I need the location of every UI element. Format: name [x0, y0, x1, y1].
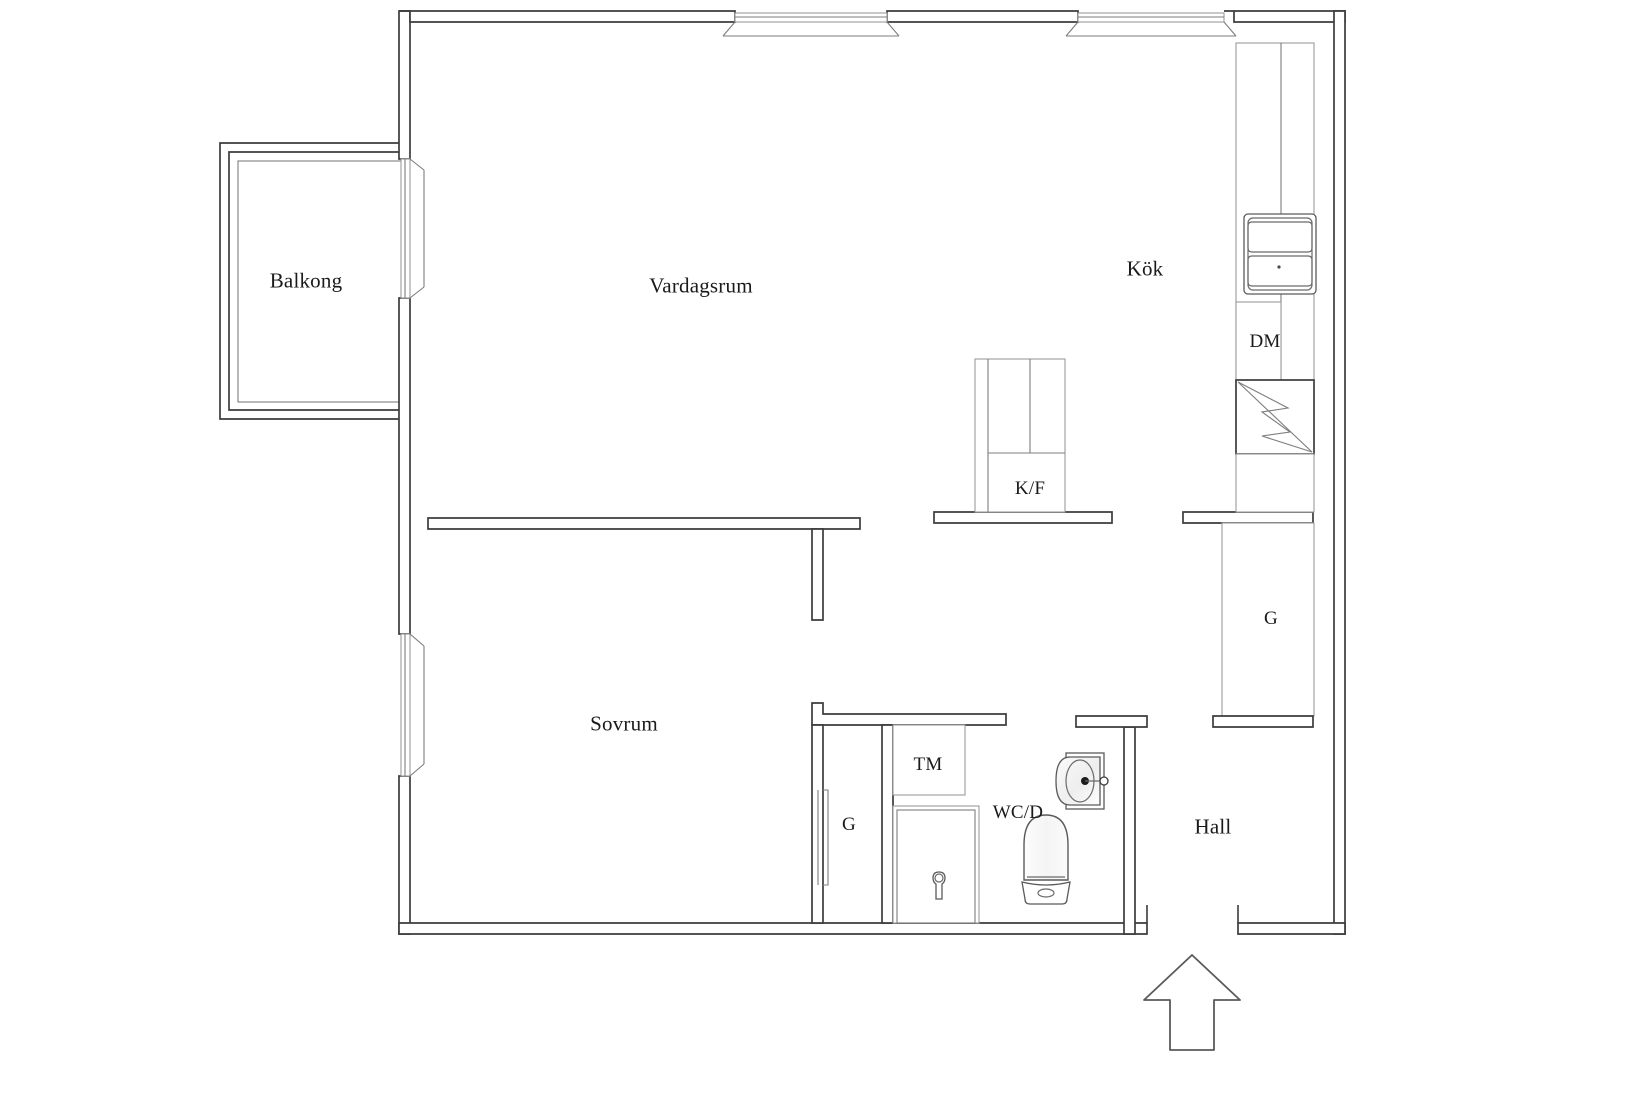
room-label-hall: Hall: [1194, 814, 1232, 839]
bedroom-closet-door: [817, 789, 829, 886]
apartment-outer-walls: [398, 10, 1346, 935]
room-label-vardagsrum: Vardagsrum: [649, 273, 753, 298]
toilet: [1021, 814, 1071, 905]
fixture-label-closet-bedroom: G: [842, 814, 856, 835]
bathroom-sink: [1055, 752, 1109, 810]
fixture-label-closet-hall: G: [1264, 608, 1278, 629]
fixture-label-washing-machine: TM: [913, 754, 943, 775]
hall-walls: [1075, 715, 1239, 935]
window-living-top-right: [1065, 12, 1237, 37]
fridge-freezer-unit: [974, 358, 1066, 513]
room-label-kok: Kök: [1126, 256, 1164, 281]
kitchen-counter: [1235, 42, 1317, 513]
bathroom-walls: [811, 702, 1007, 924]
room-label-balkong: Balkong: [269, 268, 343, 293]
room-label-sovrum: Sovrum: [590, 711, 658, 736]
balcony-door: [400, 158, 425, 299]
wall-living-bedroom: [427, 517, 861, 621]
entrance-arrow: [1143, 954, 1241, 1051]
fixture-label-wc-shower: WC/D: [992, 802, 1044, 823]
washing-machine: [892, 724, 966, 796]
floor-drain: [932, 871, 946, 900]
kitchen-sink: [1243, 213, 1317, 295]
window-living-top-left: [722, 12, 900, 37]
fixture-label-fridge-freezer: K/F: [1014, 478, 1046, 499]
hall-closet: [1212, 522, 1315, 728]
kitchen-stove: [1235, 379, 1315, 455]
shower-area: [892, 805, 980, 924]
wall-kitchen-hall: [933, 511, 1314, 524]
window-bedroom-left: [400, 633, 425, 777]
fixture-label-dishwasher: DM: [1249, 331, 1281, 352]
